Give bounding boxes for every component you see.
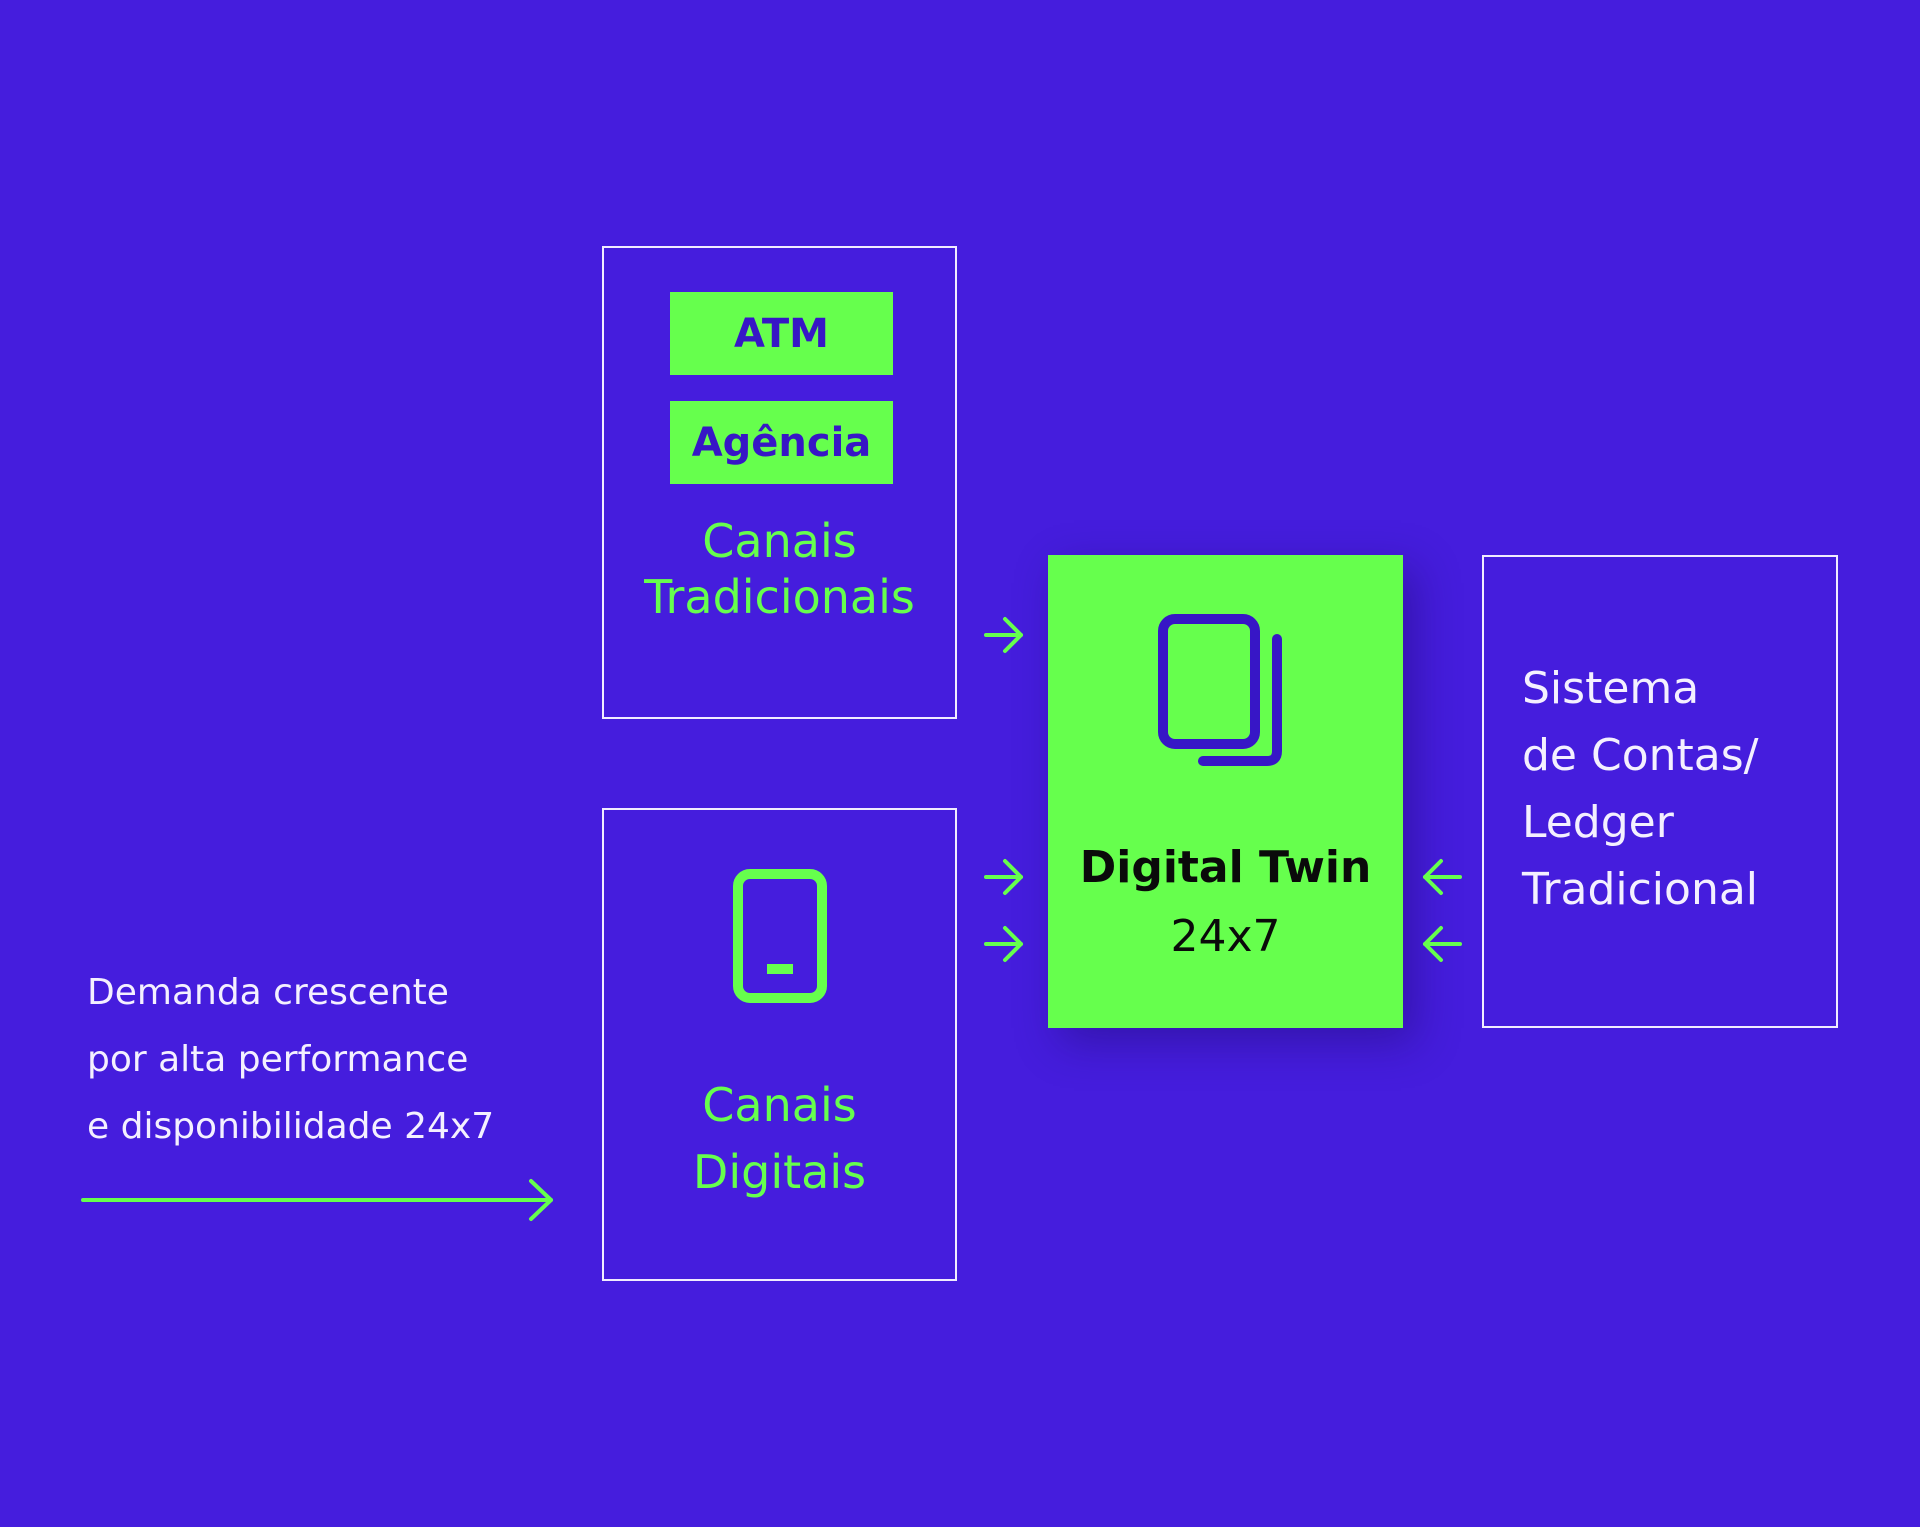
arrow-right-icon (984, 859, 1023, 895)
ledger-label: Sistema de Contas/ Ledger Tradicional (1522, 655, 1758, 923)
ledger-label-line: Sistema (1522, 663, 1700, 714)
arrow-left-icon (1423, 926, 1462, 962)
arrow-right-icon (984, 926, 1023, 962)
smartphone-icon (733, 869, 827, 1003)
ledger-box: Sistema de Contas/ Ledger Tradicional (1482, 555, 1838, 1028)
ledger-label-line: Ledger (1522, 797, 1674, 848)
digital-channels-box: Canais Digitais (602, 808, 957, 1281)
traditional-channels-label: Canais Tradicionais (604, 513, 955, 625)
traditional-channels-label-line2: Tradicionais (644, 570, 915, 624)
arrow-right-icon (984, 617, 1023, 653)
digital-channels-label-line2: Digitais (692, 1145, 867, 1199)
traditional-channels-box: ATM Agência Canais Tradicionais (602, 246, 957, 719)
demand-text-line: e disponibilidade 24x7 (87, 1106, 495, 1147)
digital-channels-label-line1: Canais (702, 1078, 857, 1132)
atm-tag: ATM (670, 292, 893, 375)
demand-long-arrow-icon (81, 1179, 553, 1221)
digital-channels-label: Canais Digitais (604, 1072, 955, 1206)
digital-twin-title: Digital Twin (1079, 842, 1372, 893)
demand-text-line: Demanda crescente (87, 972, 449, 1013)
digital-twin-subtitle: 24x7 (1170, 911, 1281, 962)
arrow-left-icon (1423, 859, 1462, 895)
traditional-channels-label-line1: Canais (702, 514, 857, 568)
ledger-label-line: Tradicional (1522, 864, 1759, 915)
digital-twin-box: Digital Twin 24x7 (1048, 555, 1403, 1028)
demand-text: Demanda crescente por alta performance e… (87, 959, 494, 1160)
agencia-tag: Agência (670, 401, 893, 484)
copy-icon (1158, 614, 1282, 766)
demand-text-line: por alta performance (87, 1039, 469, 1080)
ledger-label-line: de Contas/ (1522, 730, 1759, 781)
